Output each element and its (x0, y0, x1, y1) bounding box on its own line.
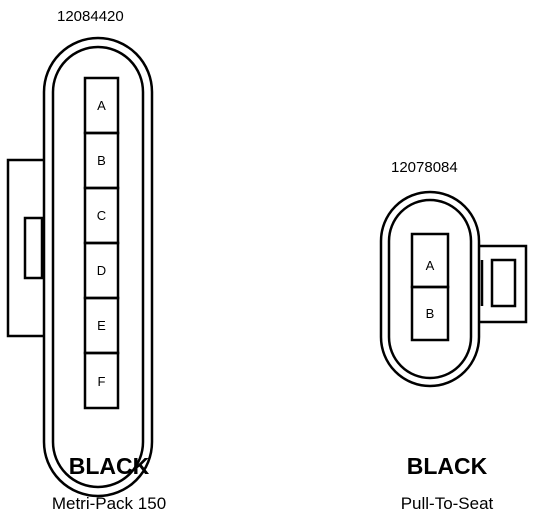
cavity-label-c: C (97, 208, 106, 223)
part-number-12078084: 12078084 (391, 159, 458, 176)
connector-12084420: 12084420 A B C D E F BLACK Metri-Pack 15… (6, 8, 166, 513)
connector-color-label: BLACK (69, 453, 150, 479)
connector-color-label: BLACK (407, 453, 488, 479)
connector-series-label: Pull-To-Seat (401, 494, 494, 513)
part-number-12084420: 12084420 (57, 8, 124, 25)
connector-body-outer (379, 190, 481, 388)
cavity-label-d: D (97, 263, 106, 278)
lock-tab (6, 158, 54, 338)
connector-body-inner (51, 45, 145, 489)
connector-series-label: Metri-Pack 150 (52, 494, 166, 513)
cavity-label-e: E (97, 318, 106, 333)
lock-tab (470, 244, 528, 324)
cavity-f (83, 351, 120, 410)
cavity-b (410, 285, 450, 342)
cavity-column: A B (410, 232, 450, 342)
cavity-column: A B C D E F (83, 76, 120, 410)
cavity-label-a: A (97, 98, 106, 113)
cavity-label-b: B (426, 306, 435, 321)
cavity-label-f: F (98, 374, 106, 389)
connector-12078084: 12078084 A B BLACK Pull-To-Seat (379, 159, 528, 513)
connector-body-inner (387, 198, 473, 380)
cavity-label-b: B (97, 153, 106, 168)
cavity-label-a: A (426, 258, 435, 273)
connector-body-outer (42, 36, 154, 498)
